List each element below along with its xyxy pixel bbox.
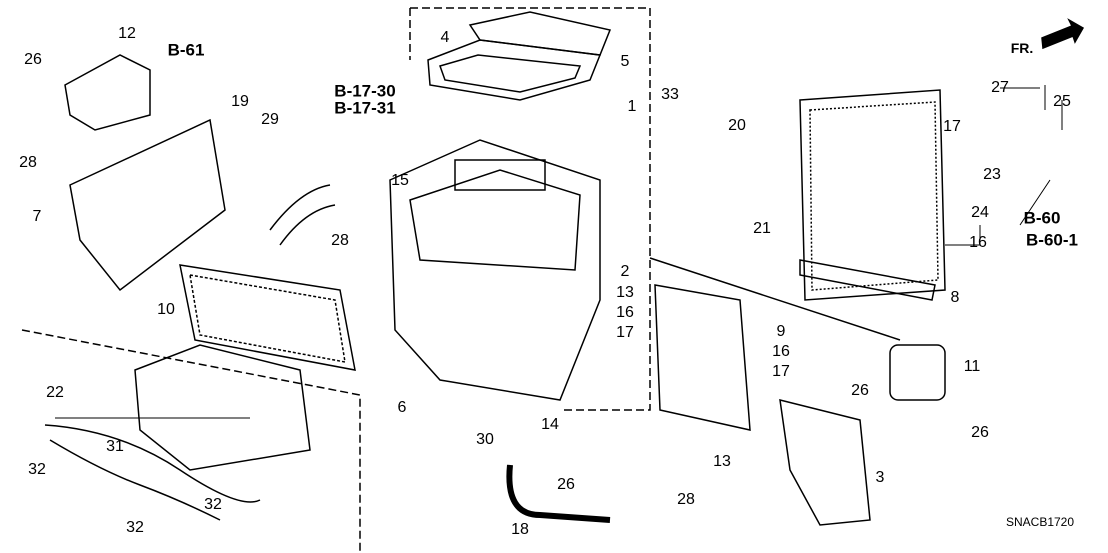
- callout-14: 14: [541, 416, 559, 433]
- callout-26: 26: [24, 51, 42, 68]
- ref-b-17-30[interactable]: B-17-30: [334, 81, 396, 101]
- callout-30: 30: [476, 431, 494, 448]
- callout-25: 25: [1053, 93, 1071, 110]
- callout-18: 18: [511, 521, 529, 538]
- callout-26d: 26: [557, 476, 575, 493]
- callout-12: 12: [118, 25, 136, 42]
- callout-13b: 13: [713, 453, 731, 470]
- callout-31: 31: [106, 438, 124, 455]
- callout-6: 6: [397, 399, 407, 416]
- callout-32c: 32: [126, 519, 144, 536]
- callout-9: 9: [776, 323, 786, 340]
- ref-b-60[interactable]: B-60: [1023, 208, 1061, 228]
- diagram-code: SNACB1720: [1005, 515, 1075, 529]
- callout-16: 16: [969, 234, 987, 251]
- callout-20: 20: [728, 117, 746, 134]
- callout-28: 28: [19, 154, 37, 171]
- callout-23: 23: [983, 166, 1001, 183]
- callout-29: 29: [261, 111, 279, 128]
- callout-3: 3: [875, 469, 885, 486]
- ref-b-61[interactable]: B-61: [167, 40, 205, 60]
- callout-10: 10: [157, 301, 175, 318]
- callout-4: 4: [440, 29, 450, 46]
- ref-b-17-31[interactable]: B-17-31: [334, 98, 396, 118]
- callout-28c: 28: [677, 491, 695, 508]
- front-arrow-icon: [1041, 18, 1085, 50]
- callout-17: 17: [943, 118, 961, 135]
- callout-28b: 28: [331, 232, 349, 249]
- callout-19: 19: [231, 93, 249, 110]
- callout-2: 2: [620, 263, 630, 280]
- callout-32b: 32: [204, 496, 222, 513]
- ref-b-60-1[interactable]: B-60-1: [1026, 230, 1078, 250]
- callout-11: 11: [963, 358, 981, 375]
- callout-17b: 17: [616, 324, 634, 341]
- callout-16b: 16: [616, 304, 634, 321]
- callout-15: 15: [391, 172, 409, 189]
- callout-33: 33: [661, 86, 679, 103]
- callout-17c: 17: [772, 363, 790, 380]
- callout-5: 5: [620, 53, 630, 70]
- callout-21: 21: [753, 220, 771, 237]
- callout-26c: 26: [971, 424, 989, 441]
- callout-16c: 16: [772, 343, 790, 360]
- callout-1: 1: [627, 98, 637, 115]
- callout-26b: 26: [851, 382, 869, 399]
- callout-24: 24: [971, 204, 989, 221]
- callout-22: 22: [46, 384, 64, 401]
- callout-7: 7: [32, 208, 42, 225]
- callout-8: 8: [950, 289, 960, 306]
- callout-32: 32: [28, 461, 46, 478]
- callout-13: 13: [616, 284, 634, 301]
- front-direction-label: FR.: [1010, 40, 1034, 56]
- callout-27: 27: [991, 79, 1009, 96]
